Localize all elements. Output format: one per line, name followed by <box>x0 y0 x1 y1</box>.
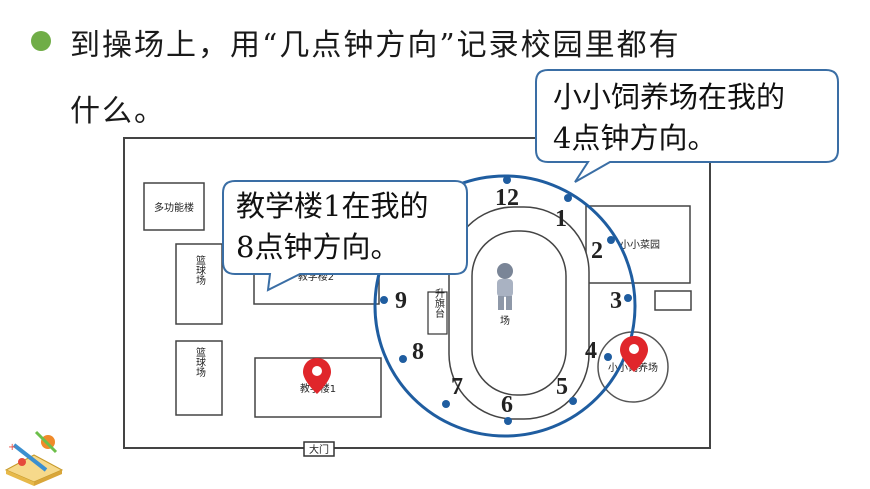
multi-function-label: 多功能楼 <box>154 201 194 214</box>
dot-4 <box>604 353 612 361</box>
dot-8 <box>399 355 407 363</box>
dot-3 <box>624 294 632 302</box>
svg-text:+: + <box>8 442 16 453</box>
clock-number-8: 8 <box>412 339 424 365</box>
stationery-decoration-icon: + <box>4 430 64 486</box>
location-pin-icon <box>620 336 648 372</box>
vegetable-garden-label: 小小菜园 <box>620 239 660 251</box>
dot-7 <box>442 400 450 408</box>
clock-circle <box>373 174 637 438</box>
clock-number-1: 1 <box>555 206 567 232</box>
clock-number-4: 4 <box>585 338 597 364</box>
dot-9 <box>380 296 388 304</box>
bullet-dot <box>31 31 51 51</box>
basketball-court-bottom <box>175 340 223 416</box>
gate-label: 大门 <box>309 443 329 456</box>
field-label: 场 <box>500 314 510 327</box>
dot-5 <box>569 397 577 405</box>
basketball-court-top-label: 篮球场 <box>194 254 206 286</box>
dot-2 <box>607 236 615 244</box>
clock-number-6: 6 <box>501 392 513 418</box>
dot-6 <box>504 417 512 425</box>
clock-number-12: 12 <box>495 185 519 211</box>
child-figure <box>497 263 513 310</box>
instruction-line-1: 到操场上，用“几点钟方向”记录校园里都有 <box>70 28 681 63</box>
gate <box>303 441 335 457</box>
bubble-right-line-2: 4点钟方向。 <box>553 121 716 155</box>
basketball-court-top <box>175 243 223 325</box>
dot-12 <box>503 176 511 184</box>
multi-function-building <box>143 182 205 231</box>
location-pin-icon <box>303 358 331 394</box>
bubble-left-line-2: 8点钟方向。 <box>236 230 399 264</box>
flag-platform-label: 升旗台 <box>433 288 445 319</box>
speech-bubble-right: 小小饲养场在我的 4点钟方向。 <box>535 69 839 183</box>
flag-platform <box>427 291 448 335</box>
clock-number-7: 7 <box>451 374 463 400</box>
instruction-line-2: 什么。 <box>70 94 166 129</box>
clock-dots <box>380 176 632 425</box>
clock-number-2: 2 <box>591 238 603 264</box>
track-inner <box>471 230 567 396</box>
speech-bubble-left: 教学楼1在我的 8点钟方向。 <box>222 180 468 292</box>
clock-number-9: 9 <box>395 288 407 314</box>
clock-number-3: 3 <box>610 288 622 314</box>
small-building <box>654 290 692 311</box>
bubble-left-line-1: 教学楼1在我的 <box>236 189 428 223</box>
clock-number-5: 5 <box>556 374 568 400</box>
bubble-right-line-1: 小小饲养场在我的 <box>553 80 785 114</box>
basketball-court-bottom-label: 篮球场 <box>194 346 206 378</box>
dot-1 <box>564 194 572 202</box>
